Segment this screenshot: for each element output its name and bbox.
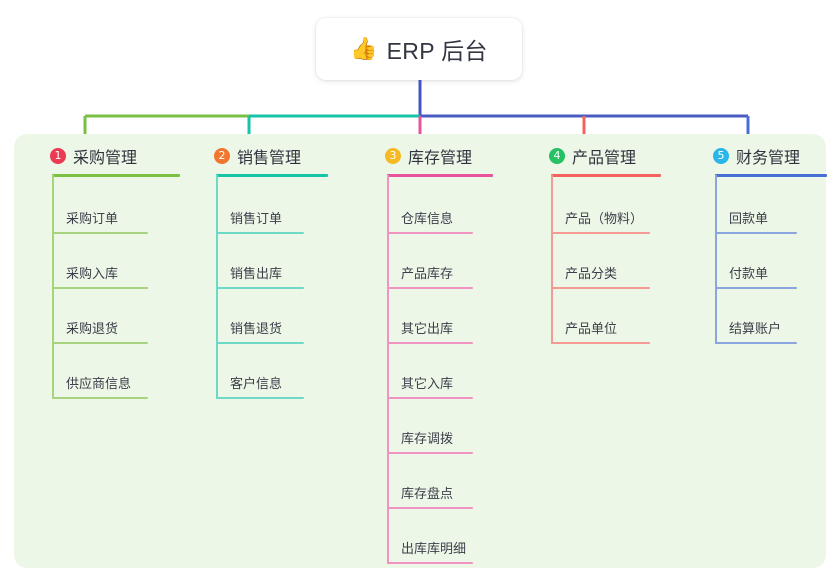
leaf-label: 库存盘点 — [401, 486, 454, 501]
column-title: 销售管理 — [237, 150, 302, 167]
column-header-rule — [52, 174, 180, 177]
leaf-rule — [52, 232, 148, 234]
leaf-rule — [52, 287, 148, 289]
leaf-node[interactable]: 出库库明细 — [387, 538, 473, 564]
column-header-3[interactable]: 3 库存管理 — [385, 144, 472, 168]
leaf-rule — [387, 562, 473, 564]
column-badge-icon: 4 — [549, 148, 565, 164]
column-header-rule — [715, 174, 827, 177]
leaf-rule — [387, 232, 473, 234]
column-badge-icon: 5 — [713, 148, 729, 164]
leaf-label: 回款单 — [729, 211, 769, 226]
leaf-node[interactable]: 付款单 — [715, 263, 797, 289]
leaf-rule — [216, 397, 304, 399]
leaf-node[interactable]: 销售订单 — [216, 208, 304, 234]
leaf-node[interactable]: 销售出库 — [216, 263, 304, 289]
leaf-label: 产品库存 — [401, 266, 454, 281]
leaf-node[interactable]: 仓库信息 — [387, 208, 473, 234]
leaf-label: 其它出库 — [401, 321, 454, 336]
leaf-node[interactable]: 客户信息 — [216, 373, 304, 399]
leaf-label: 销售出库 — [230, 266, 283, 281]
leaf-rule — [52, 397, 148, 399]
leaf-rule — [387, 342, 473, 344]
leaf-label: 仓库信息 — [401, 211, 454, 226]
column-title: 财务管理 — [736, 150, 801, 167]
thumbs-up-icon: 👍 — [350, 36, 378, 61]
leaf-rule — [551, 232, 650, 234]
leaf-rule — [216, 342, 304, 344]
leaf-rule — [715, 287, 797, 289]
diagram-panel: 1 采购管理采购订单采购入库采购退货供应商信息 2 销售管理销售订单销售出库销售退货客… — [14, 134, 827, 568]
leaf-node[interactable]: 采购退货 — [52, 318, 148, 344]
leaf-rule — [216, 232, 304, 234]
leaf-label: 销售退货 — [230, 321, 283, 336]
leaf-node[interactable]: 结算账户 — [715, 318, 797, 344]
column-header-rule — [551, 174, 661, 177]
column-title: 采购管理 — [73, 150, 138, 167]
leaf-node[interactable]: 产品分类 — [551, 263, 650, 289]
root-node-card[interactable]: 👍 ERP 后台 — [316, 18, 522, 80]
leaf-node[interactable]: 库存盘点 — [387, 483, 473, 509]
column-title: 产品管理 — [572, 150, 637, 167]
leaf-rule — [715, 232, 797, 234]
column-header-rule — [216, 174, 328, 177]
leaf-rule — [52, 342, 148, 344]
column-header-5[interactable]: 5 财务管理 — [713, 144, 800, 168]
leaf-rule — [387, 507, 473, 509]
leaf-rule — [387, 287, 473, 289]
leaf-rule — [715, 342, 797, 344]
leaf-node[interactable]: 产品库存 — [387, 263, 473, 289]
leaf-label: 采购入库 — [66, 266, 119, 281]
leaf-label: 产品单位 — [565, 321, 618, 336]
leaf-label: 出库库明细 — [401, 541, 467, 556]
leaf-label: 库存调拨 — [401, 431, 454, 446]
leaf-node[interactable]: 产品（物料） — [551, 208, 650, 234]
column-badge-icon: 1 — [50, 148, 66, 164]
leaf-label: 其它入库 — [401, 376, 454, 391]
leaf-label: 结算账户 — [729, 321, 782, 336]
leaf-rule — [216, 287, 304, 289]
leaf-label: 付款单 — [729, 266, 769, 281]
leaf-node[interactable]: 采购订单 — [52, 208, 148, 234]
leaf-label: 客户信息 — [230, 376, 283, 391]
leaf-node[interactable]: 库存调拨 — [387, 428, 473, 454]
leaf-node[interactable]: 产品单位 — [551, 318, 650, 344]
column-badge-icon: 3 — [385, 148, 401, 164]
leaf-label: 供应商信息 — [66, 376, 132, 391]
leaf-rule — [387, 452, 473, 454]
leaf-rule — [551, 287, 650, 289]
leaf-rule — [387, 397, 473, 399]
column-spine — [551, 175, 553, 344]
leaf-node[interactable]: 供应商信息 — [52, 373, 148, 399]
leaf-label: 采购退货 — [66, 321, 119, 336]
column-title: 库存管理 — [408, 150, 473, 167]
leaf-label: 产品（物料） — [565, 211, 644, 226]
root-node-title: ERP 后台 — [386, 38, 488, 64]
leaf-node[interactable]: 销售退货 — [216, 318, 304, 344]
leaf-label: 产品分类 — [565, 266, 618, 281]
leaf-label: 销售订单 — [230, 211, 283, 226]
column-header-4[interactable]: 4 产品管理 — [549, 144, 636, 168]
column-header-rule — [387, 174, 493, 177]
column-badge-icon: 2 — [214, 148, 230, 164]
leaf-node[interactable]: 其它入库 — [387, 373, 473, 399]
leaf-node[interactable]: 采购入库 — [52, 263, 148, 289]
column-spine — [387, 175, 389, 564]
leaf-rule — [551, 342, 650, 344]
leaf-label: 采购订单 — [66, 211, 119, 226]
leaf-node[interactable]: 回款单 — [715, 208, 797, 234]
column-header-1[interactable]: 1 采购管理 — [50, 144, 137, 168]
leaf-node[interactable]: 其它出库 — [387, 318, 473, 344]
column-header-2[interactable]: 2 销售管理 — [214, 144, 301, 168]
column-spine — [715, 175, 717, 344]
